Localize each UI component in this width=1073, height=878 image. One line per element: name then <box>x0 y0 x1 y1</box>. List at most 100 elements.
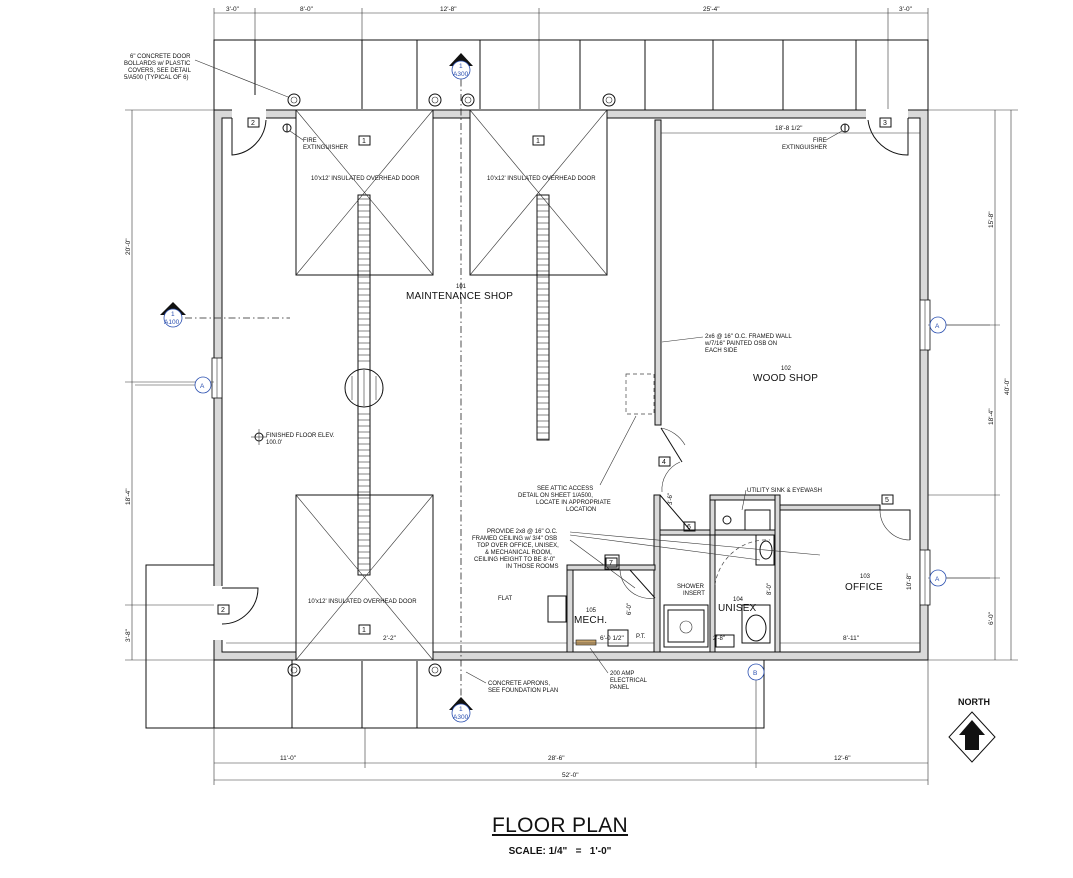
svg-text:FIRE: FIRE <box>303 138 317 144</box>
wall-section-a-right-top: A <box>929 316 990 334</box>
door-tag-2a: 2 <box>247 117 260 128</box>
scale-eq: = <box>575 846 582 857</box>
door-tag-1c: 1 <box>358 624 371 635</box>
svg-text:PROVIDE 2x8 @ 16" O.C.: PROVIDE 2x8 @ 16" O.C. <box>487 529 558 535</box>
top-apron <box>213 39 929 111</box>
dim-right-3: 10'-8" <box>906 573 913 590</box>
drawing-scale: SCALE: 1/4" = 1'-0" <box>470 846 650 857</box>
bollards <box>287 93 616 677</box>
svg-text:FINISHED FLOOR ELEV.: FINISHED FLOOR ELEV. <box>266 433 335 439</box>
dim-top-1: 3'-0" <box>226 6 240 13</box>
room-name-office: OFFICE <box>845 582 883 593</box>
dim-bottom-1: 11'-0" <box>280 755 297 762</box>
room-name-wood: WOOD SHOP <box>753 373 818 384</box>
svg-text:EXTINGUISHER: EXTINGUISHER <box>782 145 828 151</box>
bottom-dimension-string: 11'-0" 28'-6" 12'-6" 52'-0" <box>213 660 929 785</box>
door-tracks <box>358 198 549 571</box>
svg-text:200 AMP: 200 AMP <box>610 671 634 677</box>
svg-text:CONCRETE APRONS,: CONCRETE APRONS, <box>488 681 550 687</box>
svg-text:1: 1 <box>459 63 463 70</box>
note-attic: SEE ATTIC ACCESS DETAIL ON SHEET 1/A500,… <box>518 415 637 513</box>
dim-right-1: 15'-8" <box>988 211 995 228</box>
note-bollards: 6" CONCRETE DOOR BOLLARDS w/ PLASTIC COV… <box>124 54 289 98</box>
dim-bottom-total: 52'-0" <box>562 772 579 779</box>
svg-text:2: 2 <box>251 120 255 127</box>
svg-text:FIRE: FIRE <box>813 138 827 144</box>
note-overhead-door-1: 10'x12' INSULATED OVERHEAD DOOR <box>311 176 420 182</box>
svg-text:1: 1 <box>459 706 463 713</box>
svg-text:1: 1 <box>171 311 175 318</box>
note-overhead-door-2: 10'x12' INSULATED OVERHEAD DOOR <box>487 176 596 182</box>
dim-wood-width: 18'-8 1/2" <box>775 125 803 132</box>
room-name-mech: MECH. <box>574 615 607 626</box>
svg-text:SEE ATTIC ACCESS: SEE ATTIC ACCESS <box>537 486 593 492</box>
room-number-office: 103 <box>860 574 871 580</box>
dim-mech-width: 6'-0 1/2" <box>600 635 624 642</box>
door-tag-6: 6 <box>683 521 696 532</box>
overhead-door-top-right <box>469 109 608 441</box>
overhead-door-bottom <box>295 494 434 661</box>
svg-text:5/A500 (TYPICAL OF 6): 5/A500 (TYPICAL OF 6) <box>124 75 188 81</box>
dim-door-opening: 2'-2" <box>383 635 397 642</box>
svg-text:A: A <box>200 383 205 390</box>
note-shower: SHOWER INSERT <box>677 584 705 597</box>
left-dimension-string: 20'-0" 18'-4" 3'-8" <box>125 109 214 661</box>
scale-value: 1'-0" <box>589 846 612 857</box>
note-fire-left: FIRE EXTINGUISHER <box>289 130 349 151</box>
note-framed-wall: 2x6 @ 16" O.C. FRAMED WALL w/7/16" PAINT… <box>661 334 792 354</box>
svg-text:A: A <box>935 576 940 583</box>
svg-text:FRAMED CEILING w/ 3/4" OSB: FRAMED CEILING w/ 3/4" OSB <box>472 536 557 542</box>
note-floor-elev: FINISHED FLOOR ELEV. 100.0' <box>251 429 335 446</box>
attic-access <box>625 373 655 415</box>
room-number-wood: 102 <box>781 366 792 372</box>
svg-text:A300: A300 <box>453 714 469 721</box>
svg-text:4: 4 <box>662 459 666 466</box>
svg-text:6: 6 <box>687 524 691 531</box>
svg-text:100.0': 100.0' <box>266 440 282 446</box>
dim-left-1: 20'-0" <box>125 238 132 255</box>
mech-fixtures <box>547 554 629 647</box>
room-number-unisex: 104 <box>733 597 744 603</box>
exterior-walls <box>211 109 931 661</box>
svg-text:UTILITY SINK & EYEWASH: UTILITY SINK & EYEWASH <box>747 488 822 494</box>
svg-text:IN THOSE ROOMS: IN THOSE ROOMS <box>506 564 559 570</box>
svg-text:2x6 @ 16" O.C. FRAMED WALL: 2x6 @ 16" O.C. FRAMED WALL <box>705 334 792 340</box>
dim-bottom-2: 28'-6" <box>548 755 565 762</box>
dim-top-5: 3'-0" <box>899 6 913 13</box>
svg-text:BOLLARDS w/ PLASTIC: BOLLARDS w/ PLASTIC <box>124 61 191 67</box>
door-tag-3: 3 <box>879 117 892 128</box>
door-tag-5: 5 <box>881 494 894 505</box>
section-marker-left: 1 A100 <box>160 302 186 328</box>
svg-text:LOCATION: LOCATION <box>566 507 596 513</box>
dim-right-4: 6'-0" <box>988 611 995 625</box>
dim-top-2: 8'-0" <box>300 6 314 13</box>
door-tag-1b: 1 <box>532 135 545 146</box>
svg-text:3: 3 <box>883 120 887 127</box>
svg-text:DETAIL ON SHEET 1/A500,: DETAIL ON SHEET 1/A500, <box>518 493 593 499</box>
door-tag-1a: 1 <box>358 135 371 146</box>
dim-corr-depth: 3'-6" <box>668 493 674 505</box>
svg-text:COVERS, SEE DETAIL: COVERS, SEE DETAIL <box>128 68 192 74</box>
wall-section-b: B <box>747 663 765 681</box>
svg-text:A: A <box>935 323 940 330</box>
dim-top-4: 25'-4" <box>703 6 720 13</box>
section-marker-bottom: 1 A300 <box>449 697 473 723</box>
floor-drain <box>344 368 384 408</box>
svg-text:NORTH: NORTH <box>958 697 990 707</box>
wall-section-a-left: A <box>135 376 212 394</box>
north-arrow: NORTH <box>948 697 996 763</box>
door-tag-4: 4 <box>658 456 671 467</box>
room-name-unisex: UNISEX <box>718 603 757 614</box>
fire-extinguisher-right <box>840 123 850 133</box>
note-overhead-door-3: 10'x12' INSULATED OVERHEAD DOOR <box>308 599 417 605</box>
interior-dimensions: 18'-8 1/2" 2'-2" 6'-0 1/2" 8'-11" 2'-8" … <box>226 125 920 644</box>
dim-unisex-depth: 8'-0" <box>767 583 773 595</box>
note-fire-right: FIRE EXTINGUISHER <box>782 130 843 151</box>
svg-text:LOCATE IN APPROPRIATE: LOCATE IN APPROPRIATE <box>536 500 611 506</box>
dim-right-total: 40'-0" <box>1004 378 1011 395</box>
svg-text:SHOWER: SHOWER <box>677 584 705 590</box>
svg-text:PANEL: PANEL <box>610 685 630 691</box>
svg-text:EACH SIDE: EACH SIDE <box>705 348 737 354</box>
svg-text:1: 1 <box>362 627 366 634</box>
room-name-maintenance: MAINTENANCE SHOP <box>406 291 513 302</box>
